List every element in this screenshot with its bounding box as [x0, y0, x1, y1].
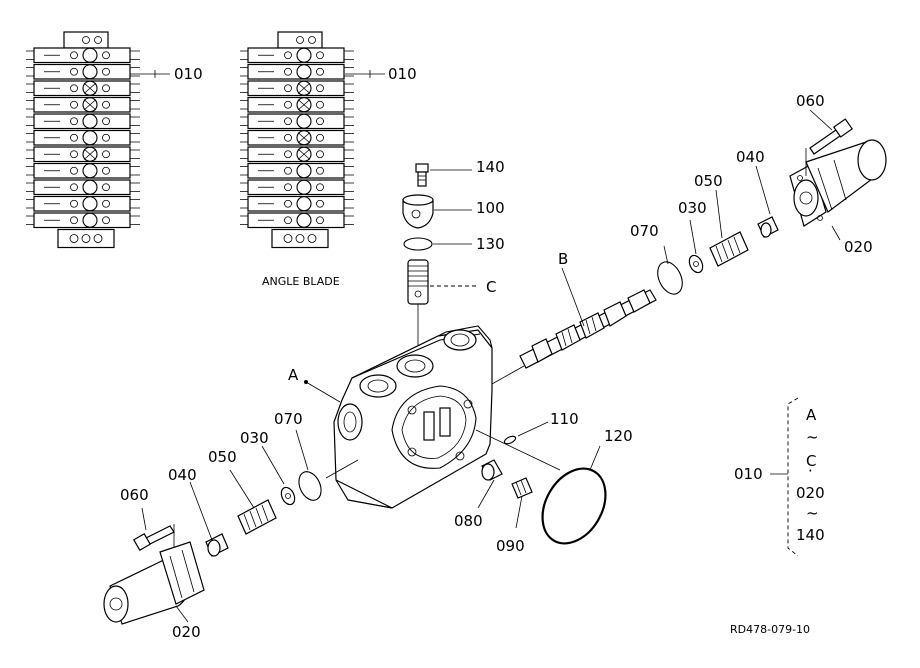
part-060-bolt-bottom [132, 525, 175, 552]
legend-A: A [806, 406, 817, 424]
leader-050-top [715, 189, 723, 239]
leader-B [561, 267, 585, 327]
label-030-top: 030 [678, 199, 707, 217]
part-130-oring [403, 237, 433, 251]
label-010-left: 010 [174, 65, 203, 83]
leader-A [305, 381, 341, 403]
label-070-top: 070 [630, 222, 659, 240]
legend-tilde-2: ~ [806, 504, 819, 522]
label-C: C [486, 278, 496, 296]
legend-tilde-1: ~ [806, 428, 819, 446]
leader-060-top [809, 109, 833, 131]
leader-040-top [755, 165, 771, 215]
label-120: 120 [604, 427, 633, 445]
leader-020-bottom [175, 605, 189, 623]
part-040-stopper-top [757, 216, 779, 238]
legend-bracket [787, 397, 799, 557]
label-130: 130 [476, 235, 505, 253]
label-060-bottom: 060 [120, 486, 149, 504]
valve-stack-right [240, 31, 354, 249]
legend-dot: · [808, 462, 813, 480]
label-020-bottom: 020 [172, 623, 201, 641]
axis-120 [475, 429, 561, 471]
label-040-top: 040 [736, 148, 765, 166]
legend-010: 010 [734, 465, 763, 483]
part-070-oring-bottom [298, 471, 322, 501]
part-050-spring-top [709, 231, 749, 267]
part-040-stopper-bottom [205, 533, 229, 557]
label-090: 090 [496, 537, 525, 555]
part-070-oring-top [657, 261, 683, 295]
leader-A-dot [304, 380, 308, 384]
drawing-number: RD478-079-10 [730, 623, 810, 636]
part-120-oring-large [541, 467, 607, 545]
leader-120 [589, 445, 601, 471]
label-B: B [558, 250, 568, 268]
label-100: 100 [476, 199, 505, 217]
label-080: 080 [454, 512, 483, 530]
part-030-seat-top [688, 254, 704, 274]
legend-C: C [806, 452, 816, 470]
label-070-bottom: 070 [274, 410, 303, 428]
leader-060-bottom [141, 507, 147, 531]
part-020-cap-top [789, 139, 887, 227]
label-110: 110 [550, 410, 579, 428]
part-030-seat-bottom [280, 486, 296, 506]
axis-spool-left [491, 365, 525, 385]
legend-020: 020 [796, 484, 825, 502]
label-010-right: 010 [388, 65, 417, 83]
leader-030-bottom [261, 445, 285, 485]
label-angle-blade: ANGLE BLADE [262, 275, 340, 288]
part-110-oring [503, 435, 517, 445]
label-020-top: 020 [844, 238, 873, 256]
part-080-plug [481, 459, 503, 481]
part-C-relief-valve [407, 259, 429, 305]
label-140: 140 [476, 158, 505, 176]
label-040-bottom: 040 [168, 466, 197, 484]
legend-140: 140 [796, 526, 825, 544]
axis-lower [325, 459, 359, 479]
label-A: A [288, 366, 299, 384]
label-060-top: 060 [796, 92, 825, 110]
part-100-plug [402, 194, 434, 229]
label-050-top: 050 [694, 172, 723, 190]
part-090-setscrew [511, 477, 533, 499]
label-030-bottom: 030 [240, 429, 269, 447]
leader-090 [515, 495, 523, 529]
valve-body-A [333, 325, 493, 509]
spool-B [519, 289, 657, 369]
part-020-cap-bottom [103, 541, 205, 625]
leader-040-bottom [189, 481, 213, 541]
leader-070-bottom [295, 429, 309, 471]
part-060-bolt-top [809, 118, 854, 155]
leader-110 [517, 421, 549, 437]
leader-050-bottom [229, 469, 255, 509]
leader-030-top [689, 219, 697, 255]
part-140-screw [415, 163, 429, 187]
valve-stack-left [26, 31, 140, 249]
leader-020-top [831, 225, 841, 241]
part-050-spring-bottom [237, 499, 277, 535]
leader-070-top [663, 245, 669, 265]
leader-080 [477, 479, 495, 509]
label-050-bottom: 050 [208, 448, 237, 466]
